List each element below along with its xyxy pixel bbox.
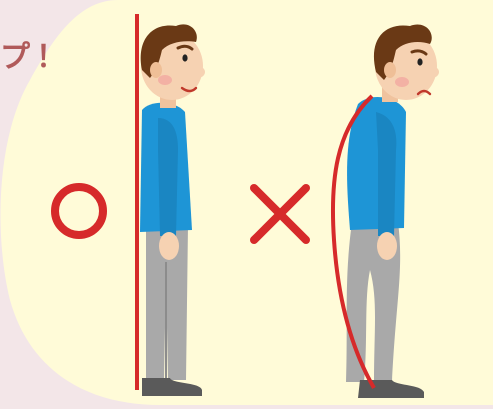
good-hand: [159, 232, 179, 260]
caption-text: プ！: [0, 43, 72, 73]
bad-hand: [377, 232, 397, 260]
